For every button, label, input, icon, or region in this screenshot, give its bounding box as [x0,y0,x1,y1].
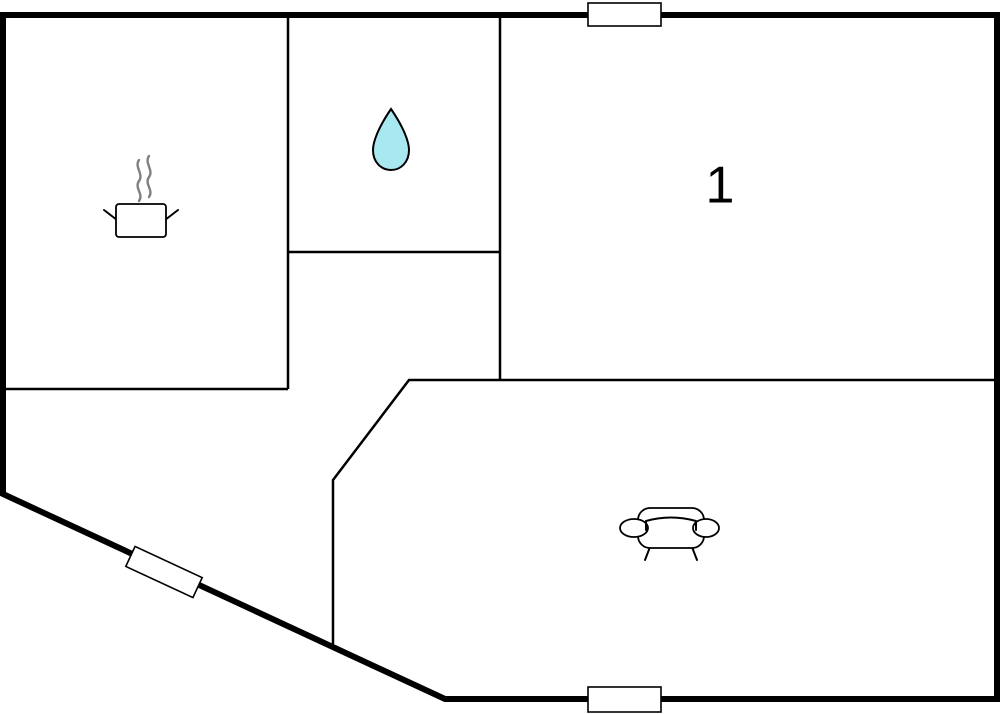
inner-walls [3,15,997,644]
armchair-icon [619,507,720,561]
cooking-pot-icon [103,154,179,238]
window-left-diagonal [124,545,204,599]
outer-wall [0,12,1000,702]
water-drop-icon [371,107,411,172]
room-number-label: 1 [706,157,735,215]
window-bottom [587,686,662,713]
window-top [587,2,662,27]
wall-living-room [331,378,997,644]
